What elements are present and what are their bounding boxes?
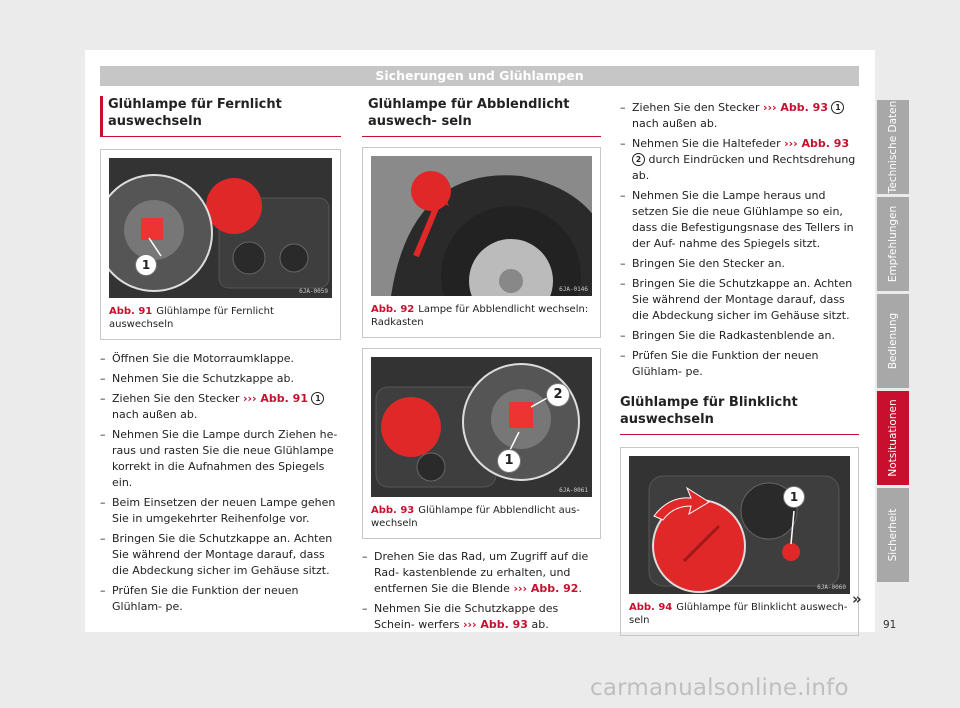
steps-list-abblendlicht: Drehen Sie das Rad, um Zugriff auf die R… [362, 549, 601, 633]
callout-number: 1 [831, 101, 845, 114]
figure-caption-text: Glühlampe für Abblendlicht aus- wechseln [371, 505, 580, 529]
section-abblendlicht: Glühlampe für Abblendlicht auswech- seln… [362, 96, 601, 637]
steps-list-abblendlicht-cont: Ziehen Sie den Stecker ››› Abb. 93 1 nac… [620, 100, 859, 380]
headlight-photo-abblendlicht: 2 1 6JA-0061 [371, 357, 592, 497]
figure-caption-text: Glühlampe für Fernlicht auswechseln [109, 306, 274, 330]
steps-list-fernlicht: Öffnen Sie die Motorraumklappe. Nehmen S… [100, 351, 341, 615]
headlight-photo-fernlicht: 1 6JA-0059 [109, 158, 332, 298]
figure-link[interactable]: ››› Abb. 93 [762, 101, 828, 114]
tab-bedienung[interactable]: Bedienung [877, 294, 909, 388]
tab-empfehlungen[interactable]: Empfehlungen [877, 197, 909, 291]
figure-link[interactable]: ››› Abb. 93 [784, 137, 850, 150]
wheel-arch-illustration [371, 156, 592, 296]
tab-notsituationen[interactable]: Notsituationen [877, 391, 909, 485]
page-number: 91 [883, 619, 897, 631]
callout-number: 1 [311, 392, 325, 405]
chapter-header: Sicherungen und Glühlampen [100, 66, 859, 86]
section-title-blinklicht: Glühlampe für Blinklicht auswechseln [620, 394, 859, 435]
figure-link[interactable]: ››› Abb. 92 [513, 582, 579, 595]
tab-technische-daten[interactable]: Technische Daten [877, 100, 909, 194]
step-item: Nehmen Sie die Schutzkappe ab. [100, 371, 341, 387]
headlight-illustration [629, 456, 850, 594]
callout-2: 2 [546, 383, 570, 407]
figure-link[interactable]: ››› Abb. 93 [462, 618, 528, 631]
watermark: carmanualsonline.info [590, 675, 849, 701]
section-abblendlicht-cont: Ziehen Sie den Stecker ››› Abb. 93 1 nac… [620, 100, 859, 636]
figure-caption-text: Glühlampe für Blinklicht auswech- seln [629, 602, 848, 626]
step-item: Nehmen Sie die Schutzkappe des Schein- w… [362, 601, 601, 633]
step-item: Bringen Sie den Stecker an. [620, 256, 859, 272]
callout-1: 1 [783, 486, 805, 508]
headlight-illustration [109, 158, 332, 298]
figure-link[interactable]: ››› Abb. 91 [242, 392, 308, 405]
section-fernlicht: Glühlampe für Fernlicht auswechseln 1 6J… [100, 96, 341, 619]
figure-code: 6JA-0060 [817, 584, 846, 591]
callout-1: 1 [135, 254, 157, 276]
callout-number: 2 [632, 153, 645, 166]
section-title-fernlicht: Glühlampe für Fernlicht auswechseln [100, 96, 341, 137]
step-item: Nehmen Sie die Haltefeder ››› Abb. 93 2 … [620, 136, 859, 184]
step-item: Ziehen Sie den Stecker ››› Abb. 93 1 nac… [620, 100, 859, 132]
continue-mark: » [852, 590, 862, 608]
step-item: Bringen Sie die Schutzkappe an. Achten S… [620, 276, 859, 324]
tab-sicherheit[interactable]: Sicherheit [877, 488, 909, 582]
figure-label: Abb. 94 [629, 602, 673, 613]
headlight-photo-blinklicht: 1 6JA-0060 [629, 456, 850, 594]
figure-code: 6JA-0061 [559, 487, 588, 494]
step-item: Prüfen Sie die Funktion der neuen Glühla… [100, 583, 341, 615]
figure-code: 6JA-0146 [559, 286, 588, 293]
step-item: Nehmen Sie die Lampe heraus und setzen S… [620, 188, 859, 252]
step-item: Ziehen Sie den Stecker ››› Abb. 91 1 nac… [100, 391, 341, 423]
figure-code: 6JA-0059 [299, 288, 328, 295]
callout-1: 1 [497, 449, 521, 473]
section-title-abblendlicht: Glühlampe für Abblendlicht auswech- seln [362, 96, 601, 137]
wheel-arch-photo: 6JA-0146 [371, 156, 592, 296]
step-item: Drehen Sie das Rad, um Zugriff auf die R… [362, 549, 601, 597]
step-item: Prüfen Sie die Funktion der neuen Glühla… [620, 348, 859, 380]
step-item: Nehmen Sie die Lampe durch Ziehen he- ra… [100, 427, 341, 491]
step-item: Bringen Sie die Schutzkappe an. Achten S… [100, 531, 341, 579]
step-item: Öffnen Sie die Motorraumklappe. [100, 351, 341, 367]
figure-label: Abb. 91 [109, 306, 153, 317]
step-item: Beim Einsetzen der neuen Lampe gehen Sie… [100, 495, 341, 527]
figure-caption-text: Lampe für Abblendlicht wechseln: Radkast… [371, 304, 589, 328]
figure-label: Abb. 92 [371, 304, 415, 315]
step-item: Bringen Sie die Radkastenblende an. [620, 328, 859, 344]
headlight-illustration [371, 357, 592, 497]
figure-label: Abb. 93 [371, 505, 415, 516]
